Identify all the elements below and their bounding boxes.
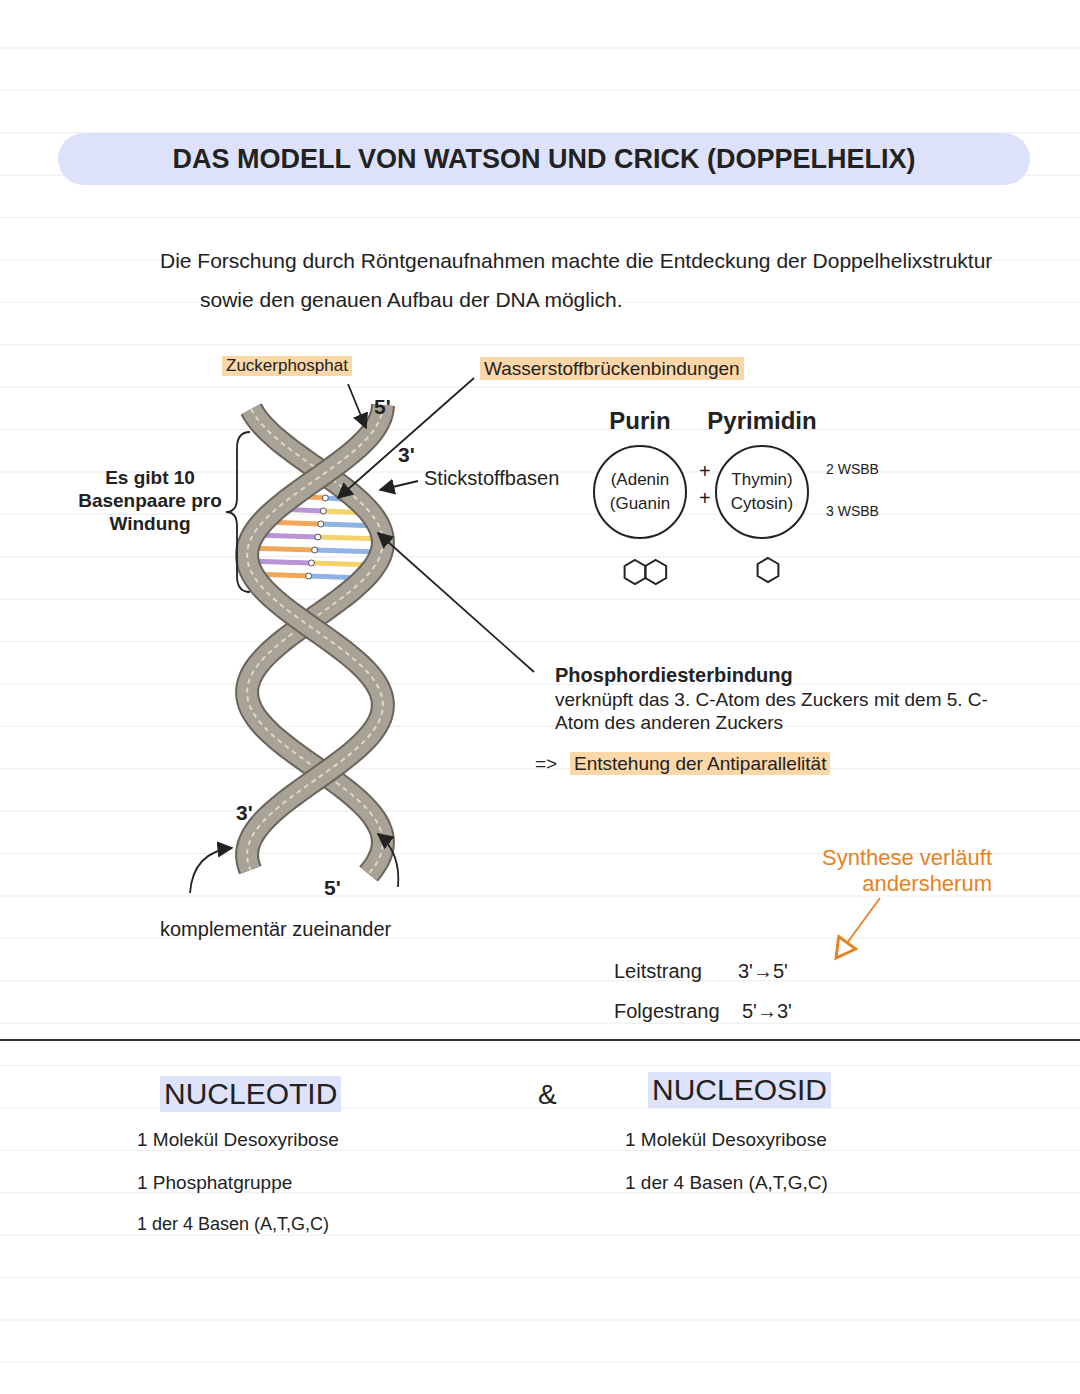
leader-line: [348, 384, 366, 428]
ruled-line: [0, 556, 1080, 557]
note-label: 3 WSBB: [826, 503, 879, 520]
ruled-line: [0, 90, 1080, 91]
note-label: Leitstrang: [614, 959, 702, 983]
circle-heading: Pyrimidin: [707, 407, 816, 435]
note-label: 3': [236, 800, 253, 825]
ruled-line: [0, 980, 1080, 981]
base-pair: [263, 521, 379, 527]
note-label: 1 Phosphatgruppe: [137, 1171, 292, 1194]
ruled-lines: [0, 48, 1080, 1394]
base-pair: [248, 560, 376, 566]
note-label: 1 der 4 Basen (A,T,G,C): [625, 1171, 828, 1194]
hydrogen-bond: [320, 508, 326, 514]
base-pair: [248, 547, 382, 553]
ruled-line: [0, 1277, 1080, 1278]
note-label: Es gibt 10 Basenpaare pro Windung: [76, 466, 224, 535]
ruled-line: [0, 684, 1080, 685]
ruled-line: [0, 387, 1080, 388]
note-label: 2 WSBB: [826, 461, 879, 478]
hydrogen-bond: [318, 521, 324, 527]
base-name: Cytosin): [731, 492, 793, 516]
intro-text: Die Forschung durch Röntgenaufnahmen mac…: [200, 241, 1000, 319]
base-ring: [645, 560, 666, 584]
ruled-line: [0, 1362, 1080, 1363]
base-circle: PyrimidinThymin)Cytosin): [715, 445, 809, 539]
base-name: (Guanin: [610, 492, 670, 516]
note-label: =>: [535, 752, 557, 775]
note-label: 1 Molekül Desoxyribose: [137, 1128, 339, 1151]
leader-lines: [190, 378, 880, 958]
base-name: (Adenin: [611, 468, 670, 492]
base-name: Thymin): [731, 468, 792, 492]
leader-line: [378, 834, 398, 887]
ruled-line: [0, 811, 1080, 812]
note-label: +: [699, 486, 711, 510]
base-circle: Purin(Adenin(Guanin: [593, 445, 687, 539]
ruled-line: [0, 344, 1080, 345]
ruled-line: [0, 641, 1080, 642]
ribbon-texture: [247, 405, 383, 870]
ruled-line: [0, 1023, 1080, 1024]
separator-line: [0, 1039, 1080, 1041]
note-label: 3': [398, 442, 415, 467]
note-label: 1 der 4 Basen (A,T,G,C): [137, 1213, 329, 1235]
ruled-line: [0, 1150, 1080, 1151]
sugar-phosphate-ribbon: [247, 405, 383, 870]
ruled-line: [0, 48, 1080, 49]
ruled-line: [0, 429, 1080, 430]
base-ring: [625, 560, 646, 584]
note-label: 5': [374, 394, 391, 419]
hydrogen-bond: [306, 573, 312, 579]
hydrogen-bond: [308, 560, 314, 566]
highlighted-label: NUCLEOTID: [160, 1076, 341, 1112]
leader-line: [836, 898, 880, 958]
hydrogen-bond: [312, 547, 318, 553]
base-pair: [253, 534, 383, 540]
highlighted-label: Entstehung der Antiparallelität: [570, 752, 830, 775]
note-label: 5'→3': [742, 999, 792, 1023]
hydrogen-bond: [315, 534, 321, 540]
leader-line: [380, 481, 418, 490]
leader-line: [190, 848, 232, 893]
note-label: &: [538, 1078, 557, 1112]
note-label: 3'→5': [738, 959, 788, 983]
base-ring: [758, 558, 779, 582]
note-label: komplementär zueinander: [160, 917, 391, 941]
highlighted-label: NUCLEOSID: [648, 1072, 831, 1108]
note-label: +: [699, 459, 711, 483]
ruled-line: [0, 1065, 1080, 1066]
note-label: Synthese verläuft andersherum: [752, 845, 992, 897]
circle-heading: Purin: [609, 407, 670, 435]
ruled-line: [0, 599, 1080, 600]
ruled-line: [0, 217, 1080, 218]
ruled-line: [0, 726, 1080, 727]
highlighted-label: Wasserstoffbrückenbindungen: [480, 357, 744, 380]
note-label: Stickstoffbasen: [424, 466, 559, 490]
highlighted-label: Zuckerphosphat: [222, 356, 352, 376]
ring-symbols: [625, 558, 779, 584]
note-label: Folgestrang: [614, 999, 720, 1023]
ruled-line: [0, 1320, 1080, 1321]
hydrogen-bond: [322, 495, 328, 501]
ruled-line: [0, 1235, 1080, 1236]
note-label: verknüpft das 3. C-Atom des Zuckers mit …: [555, 688, 995, 734]
note-label: 1 Molekül Desoxyribose: [625, 1128, 827, 1151]
ribbon-edge: [247, 405, 383, 870]
title: DAS MODELL VON WATSON UND CRICK (DOPPELH…: [58, 133, 1030, 185]
leader-line: [378, 533, 534, 672]
note-label: Phosphordiesterbindung: [555, 663, 793, 687]
leader-line: [226, 432, 250, 592]
note-label: 5': [324, 875, 341, 900]
